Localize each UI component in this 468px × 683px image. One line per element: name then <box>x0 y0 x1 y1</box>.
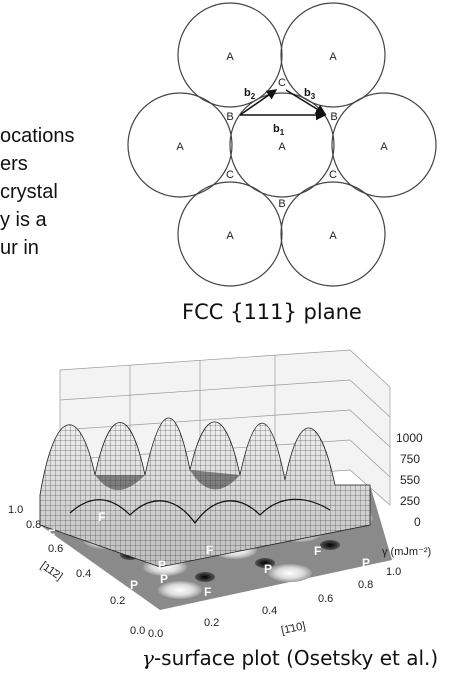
left-text-fragment: ocations ers crystal y is a ur in <box>0 122 122 262</box>
z-tick-label: 750 <box>400 452 420 466</box>
site-label-a: A <box>278 141 286 153</box>
point-label-p: P <box>90 602 98 616</box>
x-tick-label: 0.2 <box>204 617 219 629</box>
fcc-111-diagram: A A A A A A A B B B C C C b1 b2 b3 <box>127 2 437 287</box>
vector-label-b2: b2 <box>244 87 256 101</box>
gamma-symbol: γ <box>142 646 154 670</box>
point-label-f: F <box>312 577 319 591</box>
atom-circle <box>177 2 283 108</box>
partial-vector-b3 <box>285 89 327 115</box>
z-tick-label: 250 <box>400 494 420 508</box>
atom-circle <box>280 181 386 287</box>
site-label-b: B <box>278 198 285 210</box>
atom-circle <box>331 92 437 198</box>
site-label-a: A <box>329 230 337 242</box>
vector-label-b3: b3 <box>304 87 316 101</box>
z-tick-label: 0 <box>414 515 421 529</box>
y-tick-label: 0.6 <box>48 543 63 555</box>
y-tick-label: 0.2 <box>110 595 125 607</box>
site-label-b: B <box>226 111 233 123</box>
atom-circle <box>127 92 233 198</box>
text-line: crystal <box>0 181 58 203</box>
x-axis-label: [1̄10] <box>280 620 306 637</box>
point-label-p: P <box>130 578 138 592</box>
y-tick-label: 0.4 <box>76 568 91 580</box>
point-label-f: F <box>48 527 55 541</box>
gamma-surface-plot: 1000 750 550 250 0 γ (mJm⁻²) 1.0 0.8 0.6… <box>8 349 431 640</box>
x-tick-label: 0.0 <box>148 628 163 640</box>
z-axis: 1000 750 550 250 0 γ (mJm⁻²) <box>382 431 431 558</box>
site-label-a: A <box>226 51 234 63</box>
text-line: ers <box>0 153 28 175</box>
point-label-p: P <box>160 572 168 586</box>
point-label-p: P <box>264 562 272 576</box>
site-label-a: A <box>329 51 337 63</box>
z-axis-label: γ (mJm⁻²) <box>382 546 431 558</box>
site-label-a: A <box>176 141 184 153</box>
y-tick-label: 0.0 <box>130 625 145 637</box>
point-label-f: F <box>98 510 105 524</box>
atom-circle <box>280 2 386 108</box>
site-label-c: C <box>329 169 337 181</box>
site-label-b: B <box>330 111 337 123</box>
fcc-figure-caption: FCC {111} plane <box>182 300 362 324</box>
x-tick-label: 0.6 <box>318 593 333 605</box>
x-axis: 0.0 0.2 0.4 0.6 0.8 1.0 [1̄10] <box>148 566 401 640</box>
point-label-f: F <box>206 543 213 557</box>
text-line: y is a <box>0 209 47 231</box>
x-tick-label: 1.0 <box>386 566 401 578</box>
gamma-caption-text: -surface plot (Osetsky et al.) <box>153 646 439 670</box>
gamma-figure-caption: γ-surface plot (Osetsky et al.) <box>142 646 438 670</box>
x-tick-label: 0.8 <box>358 579 373 591</box>
point-label-p: P <box>214 600 222 614</box>
atom-circle <box>177 181 283 287</box>
site-label-c: C <box>226 169 234 181</box>
point-label-p: P <box>362 556 370 570</box>
text-line: ur in <box>0 237 39 259</box>
atom-circle <box>229 92 335 198</box>
y-tick-label: 0.8 <box>26 519 41 531</box>
text-line: ocations <box>0 125 75 147</box>
stacking-point-labels: F F F F F F P P P P P P P P <box>48 510 370 616</box>
site-label-a: A <box>380 141 388 153</box>
point-label-p: P <box>48 554 56 568</box>
z-tick-label: 1000 <box>396 431 423 445</box>
site-label-a: A <box>226 230 234 242</box>
point-label-p: P <box>158 558 166 572</box>
site-label-c: C <box>278 77 286 89</box>
z-tick-label: 550 <box>400 473 420 487</box>
y-tick-label: 1.0 <box>8 504 23 516</box>
vector-label-b1: b1 <box>273 123 285 137</box>
partial-vector-b2 <box>239 89 278 116</box>
point-label-f: F <box>314 544 321 558</box>
point-label-f: F <box>204 585 211 599</box>
x-tick-label: 0.4 <box>262 605 277 617</box>
